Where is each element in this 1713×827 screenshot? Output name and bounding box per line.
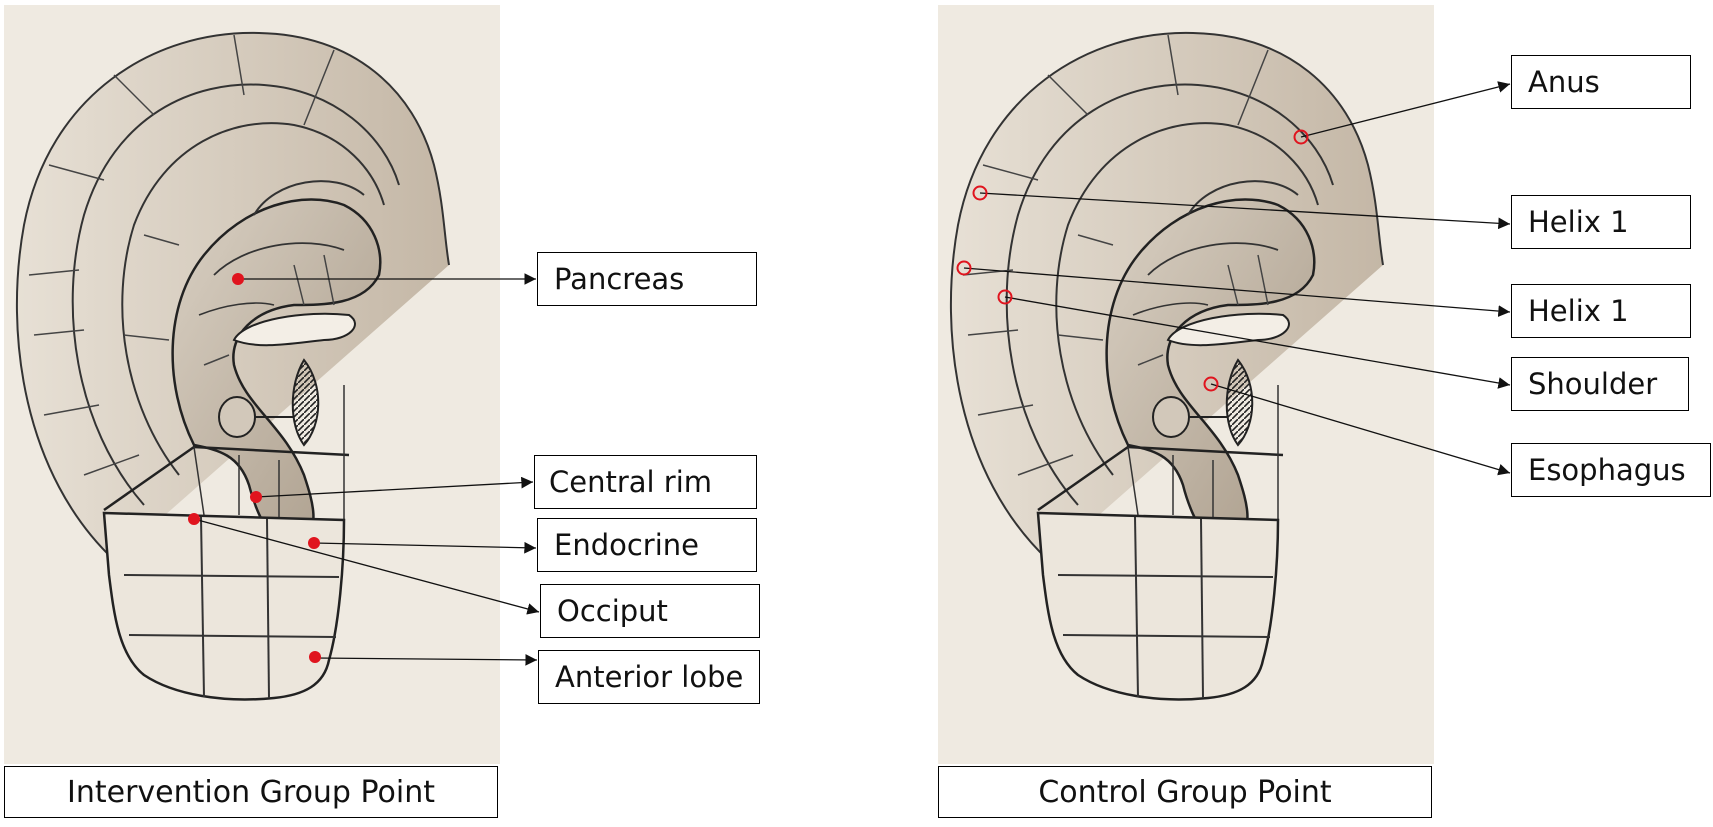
label-helix-1: Helix 1 xyxy=(1511,195,1691,249)
label-anterior-lobe: Anterior lobe xyxy=(538,650,760,704)
label-anus: Anus xyxy=(1511,55,1691,109)
label-endocrine: Endocrine xyxy=(537,518,757,572)
label-shoulder: Shoulder xyxy=(1511,357,1689,411)
label-pancreas: Pancreas xyxy=(537,252,757,306)
label-occiput: Occiput xyxy=(540,584,760,638)
intervention-ear-panel xyxy=(4,5,500,764)
label-esophagus: Esophagus xyxy=(1511,443,1711,497)
control-ear-panel xyxy=(938,5,1434,764)
intervention-caption: Intervention Group Point xyxy=(4,766,498,818)
ear-illustration xyxy=(938,5,1434,764)
control-caption: Control Group Point xyxy=(938,766,1432,818)
label-central-rim: Central rim xyxy=(534,455,757,509)
ear-illustration xyxy=(4,5,500,764)
label-helix-1-b: Helix 1 xyxy=(1511,284,1691,338)
